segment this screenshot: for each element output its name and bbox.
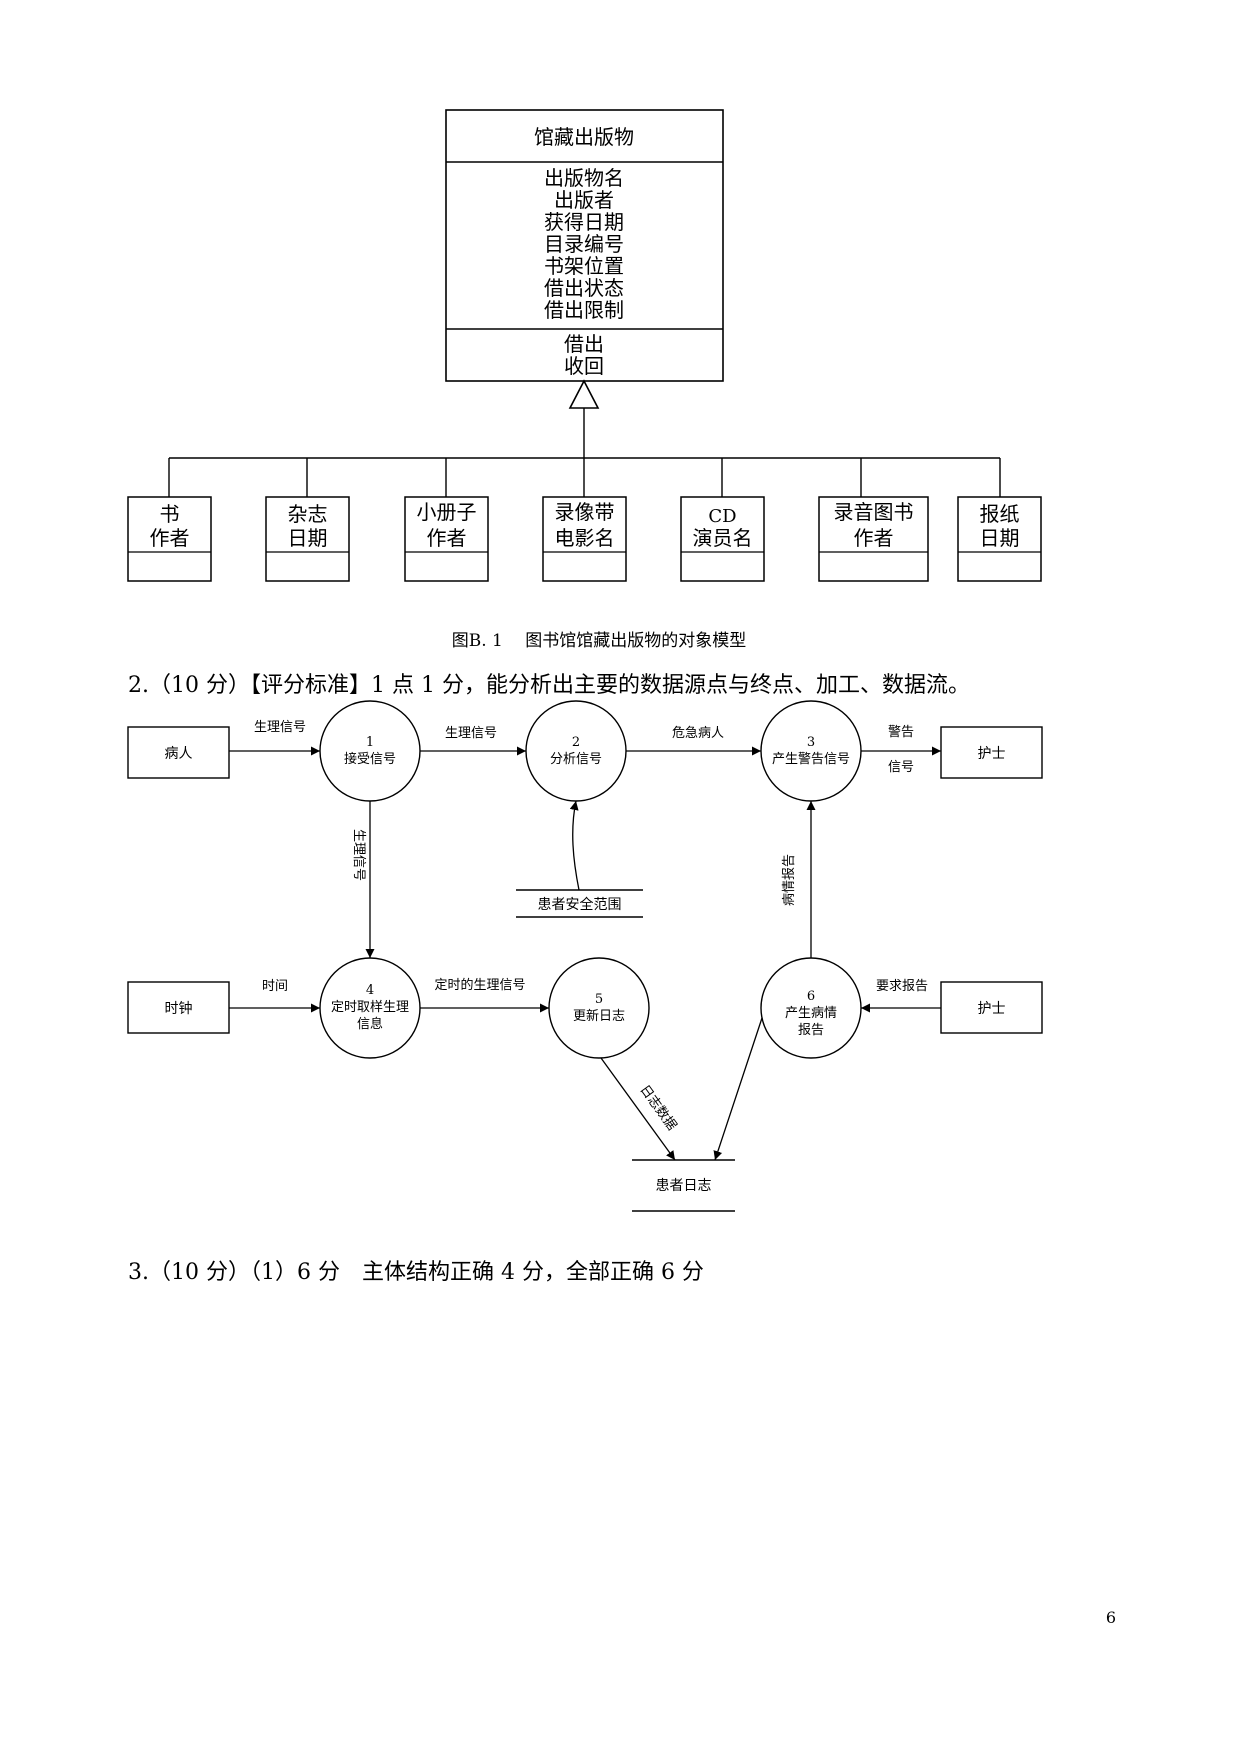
- child-class-attribute: 作者: [427, 526, 467, 550]
- process-3-generate-warning: 3 产生警告信号: [760, 700, 862, 802]
- child-class-name: 杂志: [288, 502, 328, 526]
- flow-patient-to-p1: 生理信号: [229, 720, 320, 756]
- inheritance-connector: [168, 379, 1001, 497]
- svg-text:分析信号: 分析信号: [550, 752, 602, 767]
- child-class-name: CD: [708, 506, 736, 527]
- generalization-triangle: [568, 379, 600, 409]
- section-3-scoring-text: 3.（10 分）（1）6 分 主体结构正确 4 分，全部正确 6 分: [128, 1260, 704, 1285]
- svg-text:时间: 时间: [262, 979, 288, 994]
- svg-text:2: 2: [572, 735, 580, 750]
- svg-text:定时的生理信号: 定时的生理信号: [434, 977, 525, 993]
- child-class-magazine: 杂志 日期: [265, 496, 350, 582]
- svg-text:患者日志: 患者日志: [656, 1178, 712, 1194]
- flow-p1-to-p4: 生理信号: [351, 801, 375, 958]
- child-class-name: 报纸: [980, 502, 1020, 526]
- external-entity-nurse-top: 护士: [940, 726, 1043, 779]
- page-number: 6: [1105, 1608, 1116, 1627]
- svg-text:护士: 护士: [978, 746, 1006, 762]
- child-class-attribute: 作者: [854, 526, 894, 550]
- child-class-audiobook: 录音图书 作者: [818, 496, 929, 582]
- child-class-cd: CD 演员名: [680, 496, 765, 582]
- svg-text:要求报告: 要求报告: [876, 979, 928, 994]
- child-class-booklet: 小册子 作者: [404, 496, 489, 582]
- process-5-update-log: 5 更新日志: [548, 957, 650, 1059]
- svg-text:接受信号: 接受信号: [344, 751, 396, 767]
- parent-attribute: 出版物名: [544, 166, 624, 190]
- svg-text:日志数据: 日志数据: [636, 1082, 679, 1133]
- parent-attribute: 借出限制: [544, 298, 624, 322]
- svg-text:1: 1: [366, 735, 374, 750]
- data-flow-diagram: 病人 护士 时钟 护士 1 接受信号 2: [127, 700, 1043, 1212]
- parent-attribute: 书架位置: [544, 254, 624, 278]
- child-class-newspaper: 报纸 日期: [957, 496, 1042, 582]
- flow-p2-to-p3: 危急病人: [626, 726, 761, 756]
- child-class-attribute: 演员名: [693, 526, 753, 550]
- process-1-receive-signal: 1 接受信号: [319, 700, 421, 802]
- svg-text:时钟: 时钟: [165, 1000, 193, 1017]
- process-4-timed-sampling: 4 定时取样生理 信息: [319, 957, 421, 1059]
- child-class-attribute: 作者: [150, 526, 190, 550]
- flow-nurse-to-p6: 要求报告: [861, 979, 941, 1013]
- child-class-name: 小册子: [417, 500, 477, 524]
- external-entity-nurse-bottom: 护士: [940, 981, 1043, 1034]
- figure-caption: 图B. 1 图书馆馆藏出版物的对象模型: [452, 631, 747, 651]
- svg-text:更新日志: 更新日志: [573, 1008, 625, 1024]
- flow-p1-to-p2: 生理信号: [420, 726, 526, 756]
- flow-p6-to-p3: 病情报告: [782, 801, 816, 958]
- section-2-scoring-text: 2.（10 分）【评分标准】1 点 1 分，能分析出主要的数据源点与终点、加工、…: [128, 673, 970, 698]
- parent-class-name: 馆藏出版物: [534, 125, 634, 149]
- svg-text:产生病情: 产生病情: [785, 1006, 837, 1021]
- svg-text:4: 4: [366, 983, 374, 998]
- child-class-attribute: 电影名: [555, 526, 615, 550]
- svg-text:生理信号: 生理信号: [254, 720, 306, 735]
- parent-attribute: 获得日期: [544, 210, 624, 234]
- child-class-attribute: 日期: [288, 526, 328, 550]
- svg-text:定时取样生理: 定时取样生理: [331, 1000, 409, 1015]
- svg-text:危急病人: 危急病人: [672, 726, 724, 741]
- child-class-name: 录音图书: [834, 500, 914, 524]
- parent-attribute: 出版者: [554, 188, 614, 212]
- flow-clock-to-p4: 时间: [229, 979, 320, 1013]
- svg-text:3: 3: [807, 735, 815, 750]
- svg-text:警告: 警告: [888, 724, 914, 740]
- child-class-name: 录像带: [555, 500, 615, 524]
- svg-text:5: 5: [595, 992, 603, 1007]
- parent-attribute: 目录编号: [544, 232, 624, 256]
- child-class-book: 书 作者: [127, 496, 212, 582]
- data-store-safety-range: 患者安全范围: [516, 889, 643, 918]
- parent-operation: 借出: [564, 332, 604, 356]
- svg-text:病情报告: 病情报告: [782, 854, 797, 906]
- svg-text:生理信号: 生理信号: [351, 829, 366, 881]
- process-6-generate-report: 6 产生病情 报告: [760, 957, 862, 1059]
- child-class-name: 书: [160, 502, 180, 526]
- svg-text:患者安全范围: 患者安全范围: [538, 896, 622, 913]
- svg-text:信息: 信息: [357, 1016, 383, 1032]
- class-model: 馆藏出版物 出版物名 出版者 获得日期 目录编号 书架位置 借出状态 借出限制 …: [127, 109, 1042, 651]
- svg-text:报告: 报告: [798, 1023, 824, 1038]
- parent-class-box: 馆藏出版物 出版物名 出版者 获得日期 目录编号 书架位置 借出状态 借出限制 …: [445, 109, 724, 382]
- svg-text:护士: 护士: [978, 1001, 1006, 1017]
- parent-operation: 收回: [564, 354, 604, 378]
- svg-text:6: 6: [807, 989, 815, 1004]
- data-store-patient-log: 患者日志: [632, 1159, 735, 1212]
- external-entity-clock: 时钟: [127, 981, 230, 1034]
- child-class-attribute: 日期: [980, 526, 1020, 550]
- flow-p4-to-p5: 定时的生理信号: [420, 977, 549, 1013]
- process-2-analyze-signal: 2 分析信号: [525, 700, 627, 802]
- svg-text:产生警告信号: 产生警告信号: [772, 751, 850, 767]
- external-entity-patient: 病人: [127, 726, 230, 779]
- flow-safety-range-to-p2: [569, 800, 580, 891]
- flow-p6-to-patient-log: [713, 1017, 763, 1161]
- flow-p3-to-nurse: 警告 信号: [861, 724, 941, 775]
- svg-text:信号: 信号: [888, 760, 914, 775]
- child-class-videotape: 录像带 电影名: [542, 496, 627, 582]
- svg-text:生理信号: 生理信号: [445, 726, 497, 741]
- flow-p5-to-patient-log: 日志数据: [600, 1057, 679, 1161]
- svg-text:病人: 病人: [165, 746, 193, 762]
- parent-attribute: 借出状态: [544, 276, 624, 300]
